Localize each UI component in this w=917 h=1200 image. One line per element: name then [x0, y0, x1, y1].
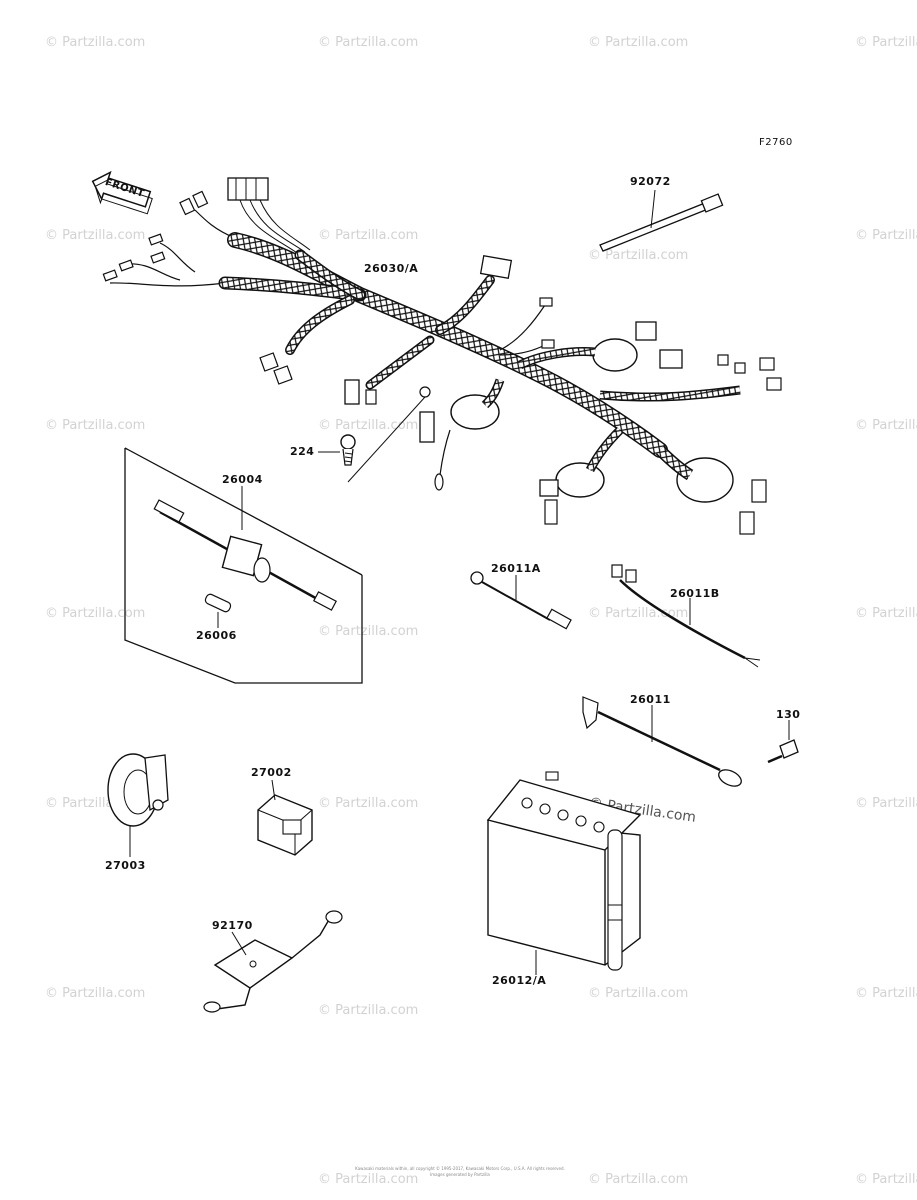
part-label-26011B[interactable]: 26011B — [670, 587, 720, 600]
relay-drawing — [257, 779, 313, 856]
part-label-26006[interactable]: 26006 — [196, 629, 237, 642]
part-label-26004[interactable]: 26004 — [222, 473, 263, 486]
watermark-8: © Partzilla.com — [855, 228, 917, 243]
watermark-13: © Partzilla.com — [318, 624, 419, 639]
lead-26011B-drawing — [611, 564, 761, 668]
watermark-7: © Partzilla.com — [588, 248, 689, 263]
copyright-line-2: Images generated by Partzilla — [430, 1172, 490, 1177]
watermark-14: © Partzilla.com — [588, 606, 689, 621]
cable-tie-drawing — [599, 189, 724, 252]
part-label-92072[interactable]: 92072 — [630, 175, 671, 188]
watermark-3: © Partzilla.com — [588, 35, 689, 50]
watermark-10: © Partzilla.com — [318, 418, 419, 433]
watermark-2: © Partzilla.com — [318, 35, 419, 50]
front-arrow-icon — [91, 170, 153, 215]
part-label-26011[interactable]: 26011 — [630, 693, 671, 706]
copyright-line-1: Kawasaki materials within, all copyright… — [355, 1166, 565, 1171]
watermark-19: © Partzilla.com — [855, 796, 917, 811]
part-label-26011A[interactable]: 26011A — [491, 562, 541, 575]
watermark-22: © Partzilla.com — [588, 986, 689, 1001]
part-label-92170[interactable]: 92170 — [212, 919, 253, 932]
watermark-24: © Partzilla.com — [318, 1172, 419, 1187]
part-label-26012A[interactable]: 26012/A — [492, 974, 547, 987]
watermark-1: © Partzilla.com — [45, 35, 146, 50]
watermark-26: © Partzilla.com — [855, 1172, 917, 1187]
cable-26011-drawing — [582, 696, 742, 787]
figure-code: F2760 — [759, 137, 793, 148]
part-label-26030A[interactable]: 26030/A — [364, 262, 419, 275]
part-label-27002[interactable]: 27002 — [251, 766, 292, 779]
kit-26004-drawing — [124, 447, 363, 684]
watermark-17: © Partzilla.com — [318, 796, 419, 811]
lead-26011A-drawing — [470, 571, 572, 630]
wiring-harness-drawing — [102, 177, 782, 535]
part-label-224[interactable]: 224 — [290, 445, 315, 458]
watermark-25: © Partzilla.com — [588, 1172, 689, 1187]
screw-224-drawing — [318, 396, 426, 483]
battery-drawing — [486, 771, 642, 975]
watermark-9: © Partzilla.com — [45, 418, 146, 433]
bolt-130-drawing — [767, 720, 799, 764]
watermark-6: © Partzilla.com — [318, 228, 419, 243]
horn-drawing — [107, 753, 169, 857]
watermark-5: © Partzilla.com — [45, 228, 146, 243]
bracket-drawing — [203, 910, 343, 1013]
watermark-21: © Partzilla.com — [318, 1003, 419, 1018]
watermark-20: © Partzilla.com — [45, 986, 146, 1001]
part-label-27003[interactable]: 27003 — [105, 859, 146, 872]
watermark-12: © Partzilla.com — [45, 606, 146, 621]
watermark-4: © Partzilla.com — [855, 35, 917, 50]
watermark-11: © Partzilla.com — [855, 418, 917, 433]
part-label-130[interactable]: 130 — [776, 708, 801, 721]
copyright-footer: Kawasaki materials within, all copyright… — [350, 1166, 570, 1178]
watermark-15: © Partzilla.com — [855, 606, 917, 621]
watermark-23: © Partzilla.com — [855, 986, 917, 1001]
